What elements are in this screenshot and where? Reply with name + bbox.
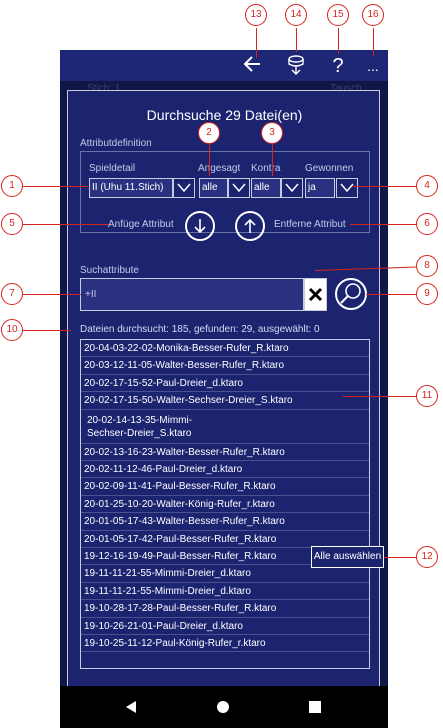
help-icon[interactable]: ? — [332, 55, 344, 77]
gewonnen-select[interactable]: ja — [305, 178, 335, 198]
callout-leader-14 — [296, 28, 297, 52]
callout-4: 4 — [416, 175, 438, 197]
callout-14: 14 — [285, 4, 307, 26]
list-item[interactable]: 20-03-12-11-05-Walter-Besser-Rufer_R.kta… — [81, 357, 369, 375]
callout-9: 9 — [416, 283, 438, 305]
attr-definition-box — [80, 151, 370, 233]
callout-leader-15 — [338, 28, 339, 54]
list-item[interactable]: 20-02-09-11-41-Paul-Besser-Rufer_R.ktaro — [81, 478, 369, 496]
select-all-button[interactable]: Alle auswählen — [311, 546, 384, 568]
callout-7: 7 — [1, 283, 23, 305]
list-item[interactable]: 19-10-26-21-01-Paul-Dreier_d.ktaro — [81, 618, 369, 635]
callout-10: 10 — [1, 319, 23, 341]
list-item[interactable]: 20-02-14-13-35-Mimmi-Sechser-Dreier_S.kt… — [81, 410, 369, 444]
col-gewonnen: Gewonnen — [305, 163, 354, 174]
attr-section-label: Attributdefinition — [80, 138, 152, 149]
add-attr-button[interactable] — [185, 211, 215, 241]
file-list: 20-04-03-22-02-Monika-Besser-Rufer_R.kta… — [80, 339, 370, 669]
chevron-down-icon[interactable] — [281, 178, 303, 198]
callout-leader-6 — [350, 224, 419, 225]
spieldetail-select[interactable]: II (Uhu 11.Stich) — [89, 178, 173, 198]
kontra-select[interactable]: alle — [251, 178, 281, 198]
android-nav-bar — [60, 686, 388, 728]
chevron-down-icon[interactable] — [336, 178, 358, 198]
magnifier-icon — [340, 283, 361, 304]
add-attr-label: Anfüge Attribut — [108, 219, 174, 230]
app-bar: ? ... — [60, 50, 388, 81]
list-item[interactable]: 20-01-05-17-43-Walter-Besser-Rufer_R.kta… — [81, 513, 369, 531]
callout-leader-16 — [373, 28, 374, 56]
nav-back-icon[interactable] — [124, 700, 138, 714]
chevron-down-icon[interactable] — [173, 178, 195, 198]
background-hint-left: Stich: 1 — [87, 83, 121, 94]
callout-leader-2 — [209, 143, 210, 176]
app-screen: ? ... Stich: 1 Tausch... Durchsuche 29 D… — [60, 50, 388, 728]
clear-button[interactable] — [304, 278, 327, 311]
nav-home-icon[interactable] — [216, 700, 230, 714]
callout-leader-5 — [23, 224, 109, 225]
close-icon — [308, 287, 323, 302]
callout-1: 1 — [1, 175, 23, 197]
more-options-icon[interactable]: ... — [367, 58, 379, 74]
remove-attr-label: Entferne Attribut — [274, 219, 346, 230]
nav-recents-icon[interactable] — [308, 700, 322, 714]
callout-leader-7 — [23, 294, 81, 295]
arrow-left-icon[interactable] — [240, 53, 266, 79]
callout-leader-11 — [343, 396, 419, 397]
callout-2: 2 — [198, 122, 220, 144]
search-attributes-input[interactable]: +II — [80, 278, 304, 311]
col-angesagt: Angesagt — [198, 163, 241, 174]
list-item[interactable]: 19-10-25-11-12-Paul-König-Rufer_r.ktaro — [81, 635, 369, 653]
list-item[interactable]: 20-01-25-10-20-Walter-König-Rufer_r.ktar… — [81, 496, 369, 514]
list-item[interactable]: 19-12-16-19-49-Paul-Besser-Rufer_R.ktaro — [81, 548, 369, 566]
callout-leader-9 — [366, 294, 419, 295]
list-item[interactable]: 20-02-17-15-50-Walter-Sechser-Dreier_S.k… — [81, 392, 369, 410]
list-item[interactable]: 20-04-03-22-02-Monika-Besser-Rufer_R.kta… — [81, 340, 369, 358]
callout-12: 12 — [416, 546, 438, 568]
callout-leader-12 — [384, 557, 419, 558]
search-section-label: Suchattribute — [80, 265, 139, 276]
search-dialog: Durchsuche 29 Datei(en) Attributdefiniti… — [67, 90, 380, 687]
list-item[interactable]: 20-01-05-17-42-Paul-Besser-Rufer_R.ktaro — [81, 531, 369, 548]
callout-leader-3 — [272, 143, 273, 176]
list-item[interactable]: 19-11-11-21-55-Mimmi-Dreier_d.ktaro — [81, 565, 369, 583]
remove-attr-button[interactable] — [235, 211, 265, 241]
angesagt-select[interactable]: alle — [199, 178, 228, 198]
callout-3: 3 — [261, 122, 283, 144]
col-spieldetail: Spieldetail — [89, 163, 136, 174]
callout-leader-13 — [256, 28, 257, 58]
list-item[interactable]: 20-02-11-12-46-Paul-Dreier_d.ktaro — [81, 461, 369, 479]
list-item[interactable]: 19-11-11-21-55-Mimmi-Dreier_d.ktaro — [81, 583, 369, 601]
download-icon[interactable] — [283, 53, 309, 79]
callout-leader-10 — [23, 330, 71, 331]
callout-6: 6 — [416, 213, 438, 235]
list-item[interactable]: 19-10-28-17-28-Paul-Besser-Rufer_R.ktaro — [81, 600, 369, 618]
callout-15: 15 — [327, 4, 349, 26]
col-kontra: Kontra — [251, 163, 281, 174]
callout-11: 11 — [416, 385, 438, 407]
chevron-down-icon[interactable] — [228, 178, 250, 198]
callout-5: 5 — [1, 213, 23, 235]
search-status: Dateien durchsucht: 185, gefunden: 29, a… — [80, 324, 320, 335]
callout-leader-1 — [23, 186, 88, 187]
dialog-title: Durchsuche 29 Datei(en) — [146, 107, 303, 123]
list-item[interactable]: 20-02-13-16-23-Walter-Besser-Rufer_R.kta… — [81, 444, 369, 461]
callout-16: 16 — [362, 4, 384, 26]
list-item[interactable]: 20-02-17-15-52-Paul-Dreier_d.ktaro — [81, 375, 369, 393]
search-button[interactable] — [335, 278, 367, 310]
callout-13: 13 — [245, 4, 267, 26]
callout-leader-4 — [353, 186, 419, 187]
callout-8: 8 — [416, 255, 438, 277]
background-hint-right: Tausch... — [330, 83, 371, 94]
